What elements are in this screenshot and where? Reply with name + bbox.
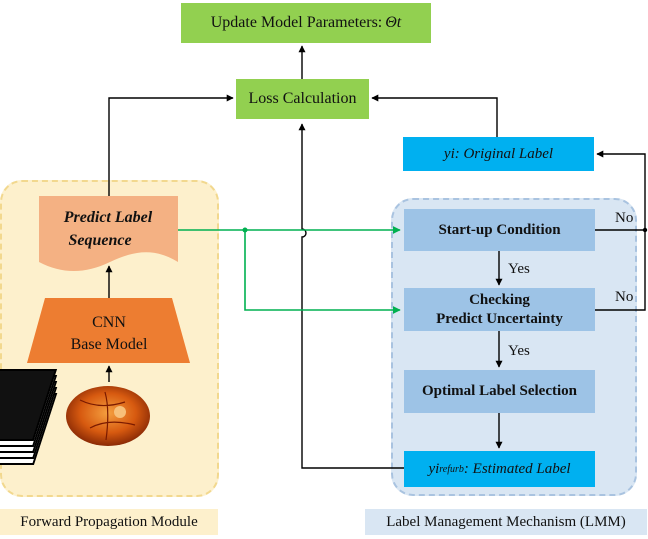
arrow-startup-no [595, 150, 646, 231]
forward-propagation-module-label: Forward Propagation Module [0, 509, 218, 535]
arrow-predict-to-checking [244, 230, 401, 314]
original-label-box: yi: Original Label [403, 137, 594, 171]
estimated-label-symbol: yi [428, 460, 440, 477]
edge-label-no-2: No [615, 289, 633, 305]
arrow-predict-to-loss [108, 94, 234, 196]
edge-label-yes-2: Yes [508, 343, 530, 359]
checking-line1: Checking [469, 291, 530, 308]
theta-symbol: Θt [385, 14, 402, 31]
fundus-image-stack-icon [0, 369, 150, 465]
predict-sequence-line1: Predict Label [63, 209, 153, 226]
arrow-estimated-to-loss [298, 123, 404, 469]
update-parameters-text: Update Model Parameters: [210, 14, 383, 31]
junction-dot-green [242, 227, 248, 233]
cnn-trapezoid [27, 298, 190, 363]
original-label-symbol: yi [443, 145, 455, 162]
arrow-original-to-loss [371, 94, 498, 137]
checking-uncertainty-box: Checking Predict Uncertainty [404, 288, 595, 331]
estimated-label-text: : Estimated Label [463, 460, 571, 477]
cnn-line2: Base Model [71, 336, 148, 353]
edge-label-yes-1: Yes [508, 261, 530, 277]
junction-dot-right [642, 227, 648, 233]
estimated-label-superscript: refurb [439, 463, 464, 475]
original-label-text: : Original Label [454, 145, 554, 162]
lmm-module-label: Label Management Mechanism (LMM) [365, 509, 647, 535]
update-parameters-box: Update Model Parameters: Θt [181, 3, 431, 43]
line-checking-no [595, 230, 646, 311]
checking-line2: Predict Uncertainty [436, 310, 563, 327]
predict-sequence-line2: Sequence [68, 232, 131, 249]
predict-sequence-shape [39, 196, 178, 271]
loss-calculation-box: Loss Calculation [236, 79, 369, 119]
edge-label-no-1: No [615, 210, 633, 226]
cnn-line1: CNN [92, 314, 126, 331]
startup-condition-box: Start-up Condition [404, 209, 595, 251]
optimal-label-selection-box: Optimal Label Selection [404, 370, 595, 413]
